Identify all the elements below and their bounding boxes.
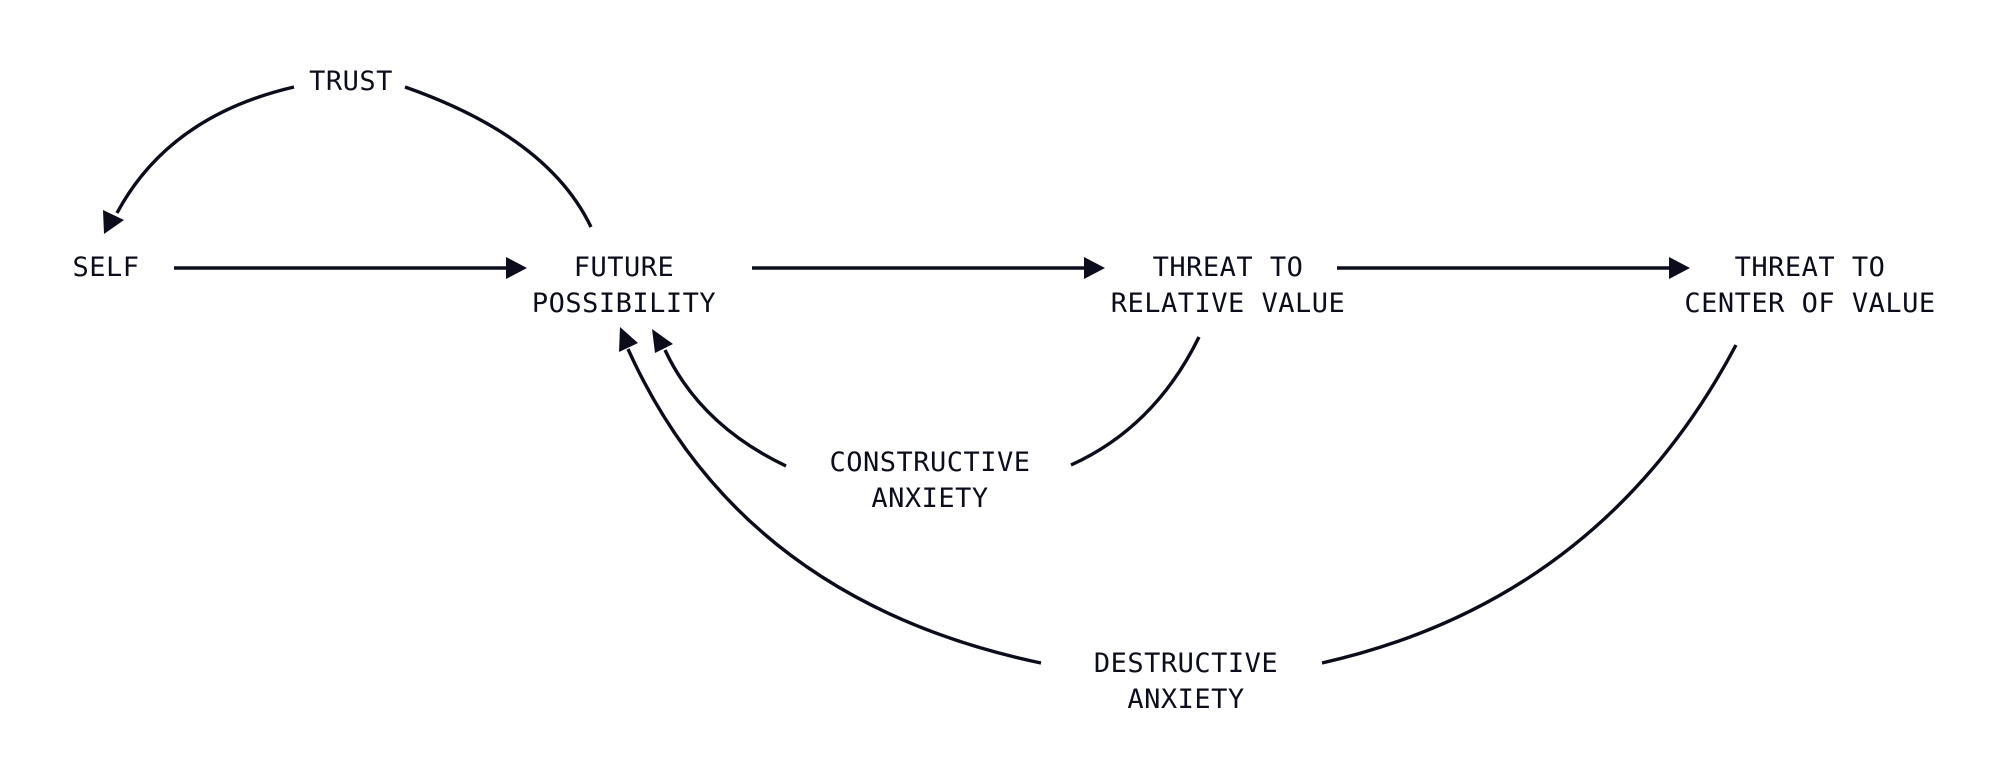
node-threat-to-center-of-value-line-1: THREAT TO: [1734, 252, 1886, 283]
edge-threat-relative-to-constructive-anxiety: [1070, 336, 1201, 467]
arrowhead-destructive-anxiety-to-future-possibility: [619, 327, 638, 352]
node-trust: TRUST: [276, 64, 426, 100]
edge-future-possibility-to-trust: [404, 85, 593, 228]
node-threat-to-center-of-value-line-2: CENTER OF VALUE: [1684, 288, 1936, 319]
edge-threat-center-to-destructive-anxiety: [1321, 344, 1738, 665]
node-self-label: SELF: [72, 252, 140, 283]
node-threat-to-relative-value-line-1: THREAT TO: [1152, 252, 1304, 283]
node-trust-label: TRUST: [309, 66, 393, 97]
arrowhead-trust-to-self: [103, 210, 124, 234]
node-destructive-anxiety-line-1: DESTRUCTIVE: [1093, 648, 1279, 679]
node-threat-to-relative-value-line-2: RELATIVE VALUE: [1110, 288, 1346, 319]
edge-trust-to-self: [115, 85, 295, 214]
arrowhead-threat-relative-to-threat-center: [1669, 257, 1690, 279]
arrowhead-constructive-anxiety-to-future-possibility: [652, 329, 673, 353]
edge-destructive-anxiety-to-future-possibility: [626, 348, 1042, 665]
node-future-possibility: FUTURE POSSIBILITY: [514, 250, 734, 322]
arrowhead-future-possibility-to-threat-relative: [1084, 257, 1105, 279]
node-constructive-anxiety-line-2: ANXIETY: [871, 483, 989, 514]
node-threat-to-relative-value: THREAT TO RELATIVE VALUE: [1098, 250, 1358, 322]
edge-constructive-anxiety-to-future-possibility: [663, 349, 787, 468]
node-threat-to-center-of-value: THREAT TO CENTER OF VALUE: [1670, 250, 1950, 322]
node-destructive-anxiety: DESTRUCTIVE ANXIETY: [1071, 646, 1301, 718]
node-destructive-anxiety-line-2: ANXIETY: [1127, 684, 1245, 715]
node-self: SELF: [46, 250, 166, 286]
node-future-possibility-line-1: FUTURE: [573, 252, 675, 283]
arrowhead-self-to-future-possibility: [506, 257, 527, 279]
node-constructive-anxiety: CONSTRUCTIVE ANXIETY: [810, 445, 1050, 517]
node-future-possibility-line-2: POSSIBILITY: [531, 288, 717, 319]
node-constructive-anxiety-line-1: CONSTRUCTIVE: [829, 447, 1031, 478]
